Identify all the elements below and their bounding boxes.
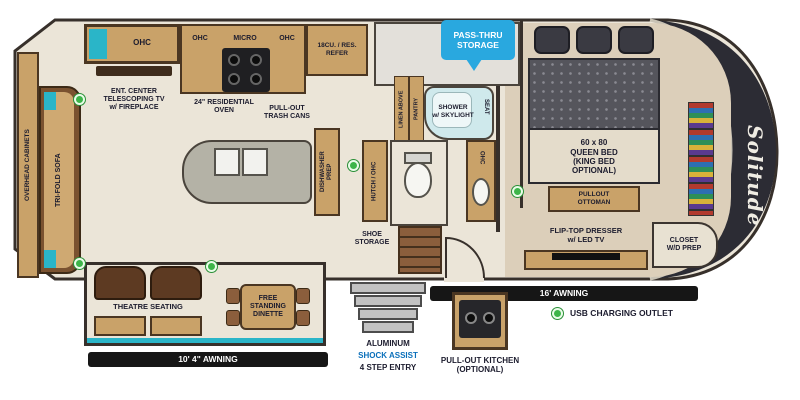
- pullout-ottoman-label: PULLOUT OTTOMAN: [577, 191, 611, 206]
- theatre-seat-right: [150, 266, 202, 300]
- sink-bowl-left: [214, 148, 240, 176]
- telescoping-tv: [96, 66, 172, 76]
- usb-charging-outlet-dot: [348, 160, 359, 171]
- sofa-pillow-top: [44, 92, 56, 110]
- refrigerator: [306, 24, 368, 76]
- entry-step: [362, 321, 414, 333]
- trash-cans-label: PULL-OUT TRASH CANS: [264, 104, 310, 120]
- refrigerator-label: 18CU. / RES. REFER: [317, 42, 357, 57]
- usb-legend-label: USB CHARGING OUTLET: [570, 308, 673, 319]
- entry-step: [354, 295, 422, 307]
- ohc-accent: [89, 29, 107, 59]
- burner-icon: [250, 54, 262, 66]
- steps-label-line2: SHOCK ASSIST: [358, 351, 418, 361]
- burner-icon: [228, 54, 240, 66]
- usb-charging-outlet-dot: [512, 186, 523, 197]
- shower-label: SHOWER w/ SKYLIGHT: [432, 104, 474, 119]
- bath-sink: [472, 178, 490, 206]
- hutch-ohc-label: HUTCH / OHC: [371, 161, 378, 201]
- front-cap: [650, 20, 777, 279]
- burner-icon: [483, 312, 495, 324]
- pullout-ottoman: [548, 186, 640, 212]
- ohc-rear-label: OHC: [133, 38, 151, 48]
- tri-fold-sofa-label: TRI-FOLD SOFA: [54, 153, 62, 207]
- bedroom-wall: [520, 20, 523, 208]
- overhead-cabinets-label: OVERHEAD CABINETS: [24, 129, 32, 201]
- dinette-chair: [296, 288, 310, 304]
- steps-label-line1: ALUMINUM: [366, 339, 410, 349]
- flip-top-dresser-label: FLIP-TOP DRESSER w/ LED TV: [549, 226, 623, 244]
- pull-out-kitchen-label: PULL-OUT KITCHEN (OPTIONAL): [440, 355, 520, 374]
- shower-seat-label: SEAT: [483, 99, 490, 115]
- queen-bed-label: 60 x 80 QUEEN BED (KING BED OPTIONAL): [570, 138, 618, 176]
- burner-icon: [465, 312, 477, 324]
- closet-wd-prep: [652, 222, 718, 268]
- hutch-cabinet: [362, 140, 388, 222]
- pass-thru-callout-arrow-icon: [466, 59, 482, 71]
- entry-door-opening: [444, 273, 484, 282]
- micro-label: MICRO: [233, 34, 257, 42]
- theatre-seating-label: THEATRE SEATING: [113, 302, 183, 312]
- shower-skylight: [432, 92, 472, 128]
- sofa-pillow-bottom: [44, 250, 56, 268]
- burner-icon: [228, 73, 240, 85]
- pillow-icon: [576, 26, 612, 54]
- slideout-accent: [87, 338, 323, 343]
- theatre-footrest-left: [94, 316, 146, 336]
- pillow-icon: [618, 26, 654, 54]
- pull-out-kitchen-griddle: [459, 300, 501, 338]
- dishwasher-prep-cabinet: [314, 128, 340, 216]
- bath-ohc-label: OHC: [478, 151, 485, 165]
- entry-door-swing-icon: [445, 236, 485, 279]
- dinette-label: FREE STANDING DINETTE: [249, 294, 287, 319]
- dinette-chair: [226, 310, 240, 326]
- ohc-kitchen-right-label: OHC: [279, 34, 295, 42]
- ohc-kitchen-left-label: OHC: [192, 34, 208, 42]
- dinette-chair: [296, 310, 310, 326]
- sink-bowl-right: [242, 148, 268, 176]
- linen-above-label: LINEN ABOVE: [398, 90, 405, 128]
- dishwasher-prep-label: DISHWASHER PREP: [319, 151, 333, 193]
- theatre-footrest-right: [150, 316, 202, 336]
- awning-left-bar: 10' 4" AWNING: [88, 352, 328, 367]
- entry-step: [350, 282, 426, 294]
- led-tv: [552, 253, 620, 260]
- dinette-table: [240, 284, 296, 330]
- pass-thru-callout: PASS-THRU STORAGE: [441, 20, 515, 60]
- interior-steps: [398, 226, 442, 274]
- usb-charging-outlet-dot: [206, 261, 217, 272]
- ent-center-label: ENT. CENTER TELESCOPING TV w/ FIREPLACE: [103, 87, 165, 112]
- queen-bed-mattress: [528, 58, 660, 130]
- usb-legend-dot-icon: [552, 308, 563, 319]
- pantry-label: PANTRY: [413, 98, 420, 120]
- pillow-icon: [534, 26, 570, 54]
- theatre-seat-left: [94, 266, 146, 300]
- residential-oven-label: 24" RESIDENTIAL OVEN: [194, 98, 254, 114]
- brand-logo: Solitude: [742, 125, 767, 227]
- usb-charging-outlet-dot: [74, 258, 85, 269]
- dinette-chair: [226, 288, 240, 304]
- bath-bedroom-wall: [496, 86, 500, 232]
- rear-overhead-cabinets: [17, 52, 39, 278]
- steps-label-line3: 4 STEP ENTRY: [359, 363, 417, 373]
- burner-icon: [250, 73, 262, 85]
- sofa-cushion: [44, 92, 74, 268]
- toilet: [404, 162, 432, 198]
- entry-step: [358, 308, 418, 320]
- queen-bed-foot: [528, 130, 660, 184]
- usb-charging-outlet-dot: [74, 94, 85, 105]
- shoe-storage-label: SHOE STORAGE: [354, 230, 390, 246]
- wardrobe-hanging-clothes: [688, 102, 714, 216]
- range-cooktop: [222, 48, 270, 92]
- closet-wd-label: CLOSET W/D PREP: [666, 236, 702, 252]
